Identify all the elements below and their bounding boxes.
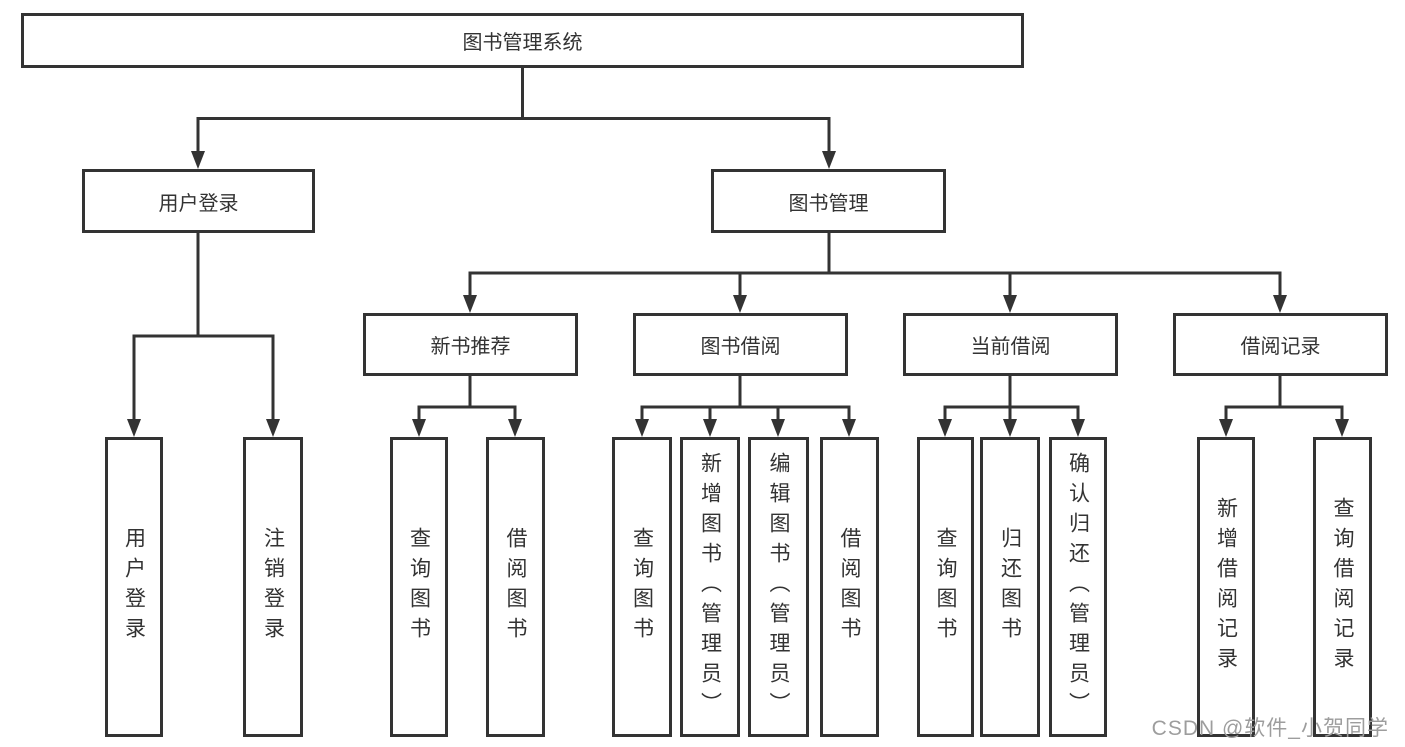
arrow-down-icon [266,419,280,437]
arrow-down-icon [463,295,477,313]
arrow-down-icon [127,419,141,437]
leaf-borrow-books-recommend: 借阅图书 [486,437,545,737]
leaf-borrow-books-borrowing: 借阅图书 [820,437,879,737]
leaf-add-books-admin: 新增图书（管理员） [680,437,740,737]
arrow-down-icon [842,419,856,437]
arrow-down-icon [412,419,426,437]
arrow-down-icon [938,419,952,437]
leaf-confirm-return-admin: 确认归还（管理员） [1049,437,1107,737]
leaf-query-borrow-record: 查询借阅记录 [1313,437,1372,737]
node-library-management-system: 图书管理系统 [21,13,1024,68]
leaf-logout-login: 注销登录 [243,437,303,737]
leaf-user-login: 用户登录 [105,437,163,737]
node-user-login: 用户登录 [82,169,315,233]
leaf-query-books-borrowing: 查询图书 [612,437,672,737]
arrow-down-icon [1273,295,1287,313]
arrow-down-icon [822,151,836,169]
csdn-watermark: CSDN @软件_小贺同学 [1151,717,1389,740]
node-new-book-recommendation: 新书推荐 [363,313,578,376]
arrow-down-icon [1071,419,1085,437]
leaf-query-books-recommend: 查询图书 [390,437,448,737]
node-book-management: 图书管理 [711,169,946,233]
node-borrowing-records: 借阅记录 [1173,313,1388,376]
arrow-down-icon [771,419,785,437]
arrow-down-icon [1219,419,1233,437]
arrow-down-icon [191,151,205,169]
arrow-down-icon [703,419,717,437]
leaf-query-books-current: 查询图书 [917,437,974,737]
arrow-down-icon [1003,419,1017,437]
arrow-down-icon [508,419,522,437]
leaf-return-books: 归还图书 [980,437,1040,737]
leaf-add-borrow-record: 新增借阅记录 [1197,437,1255,737]
node-book-borrowing: 图书借阅 [633,313,848,376]
leaf-edit-books-admin: 编辑图书（管理员） [748,437,809,737]
node-current-borrowing: 当前借阅 [903,313,1118,376]
arrow-down-icon [1335,419,1349,437]
arrow-down-icon [635,419,649,437]
arrow-down-icon [733,295,747,313]
arrow-down-icon [1003,295,1017,313]
